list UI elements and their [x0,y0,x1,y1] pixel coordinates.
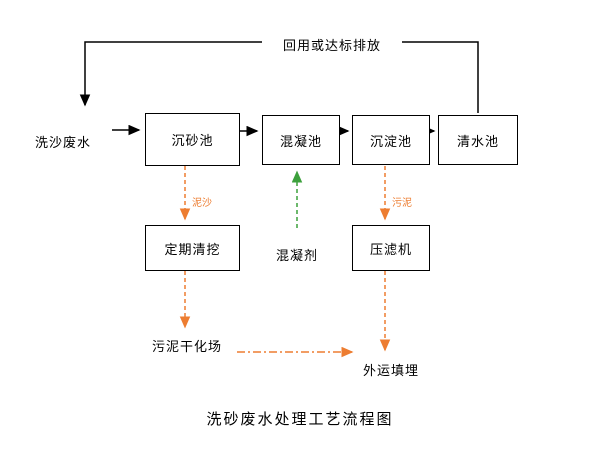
diagram-title: 洗砂废水处理工艺流程图 [206,410,394,428]
feedback-label: 回用或达标排放 [262,33,402,56]
box-grit-chamber: 沉砂池 [145,113,240,166]
coagulant-label: 混凝剂 [276,249,319,264]
box-filter-press-label: 压滤机 [369,242,412,258]
box-coagulation-tank: 混凝池 [262,115,340,165]
box-grit-chamber-label: 沉砂池 [171,134,214,149]
edge-label-sludge: 污泥 [392,198,412,209]
box-periodic-dredging: 定期清挖 [145,225,240,271]
box-coagulation-tank-label: 混凝池 [279,134,322,150]
terminal-drying-field: 污泥干化场 [152,340,223,355]
box-sedimentation-tank: 沉淀池 [352,115,430,165]
box-filter-press: 压滤机 [352,225,430,271]
box-clear-water-tank-label: 清水池 [456,134,499,150]
box-clear-water-tank: 清水池 [438,115,518,165]
edge-label-sediment: 泥沙 [192,198,212,209]
terminal-landfill: 外运填埋 [363,364,420,379]
input-label: 洗沙废水 [35,136,92,151]
box-sedimentation-tank-label: 沉淀池 [369,134,412,150]
box-periodic-dredging-label: 定期清挖 [164,242,221,258]
